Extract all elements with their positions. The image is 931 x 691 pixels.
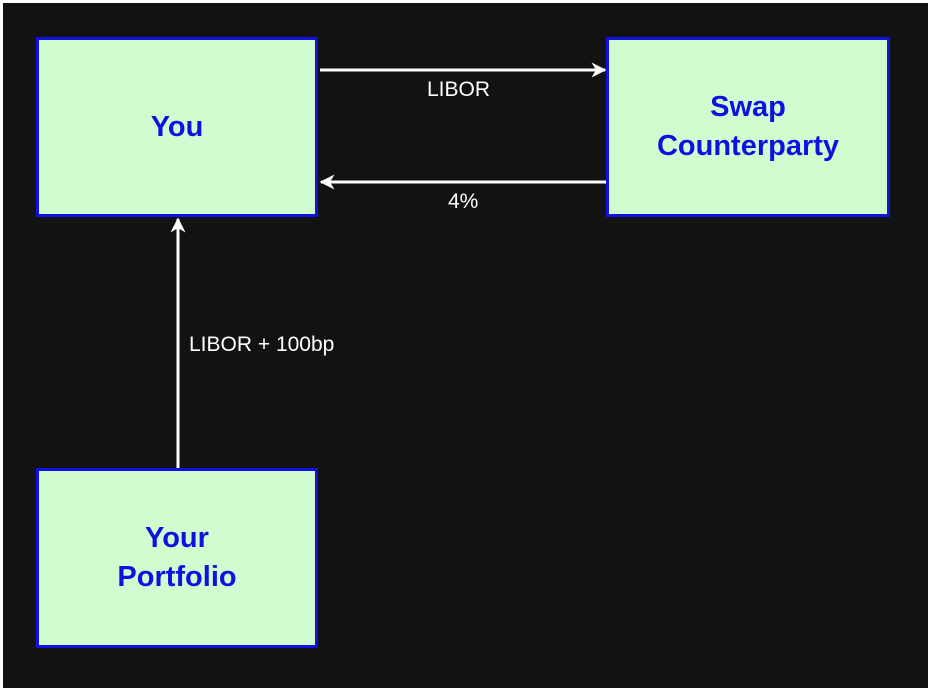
- node-your-portfolio-label: Your Portfolio: [117, 522, 237, 593]
- node-your-portfolio: Your Portfolio: [36, 468, 318, 648]
- edge-label-libor: LIBOR: [427, 78, 491, 101]
- node-you-label: You: [150, 110, 204, 143]
- edge-label-portfolio-rate: LIBOR + 100bp: [189, 333, 335, 356]
- node-you: You: [36, 37, 318, 217]
- edge-label-fixed-rate: 4%: [448, 190, 479, 213]
- node-swap-counterparty: Swap Counterparty: [606, 37, 890, 217]
- node-swap-counterparty-label: Swap Counterparty: [656, 91, 840, 162]
